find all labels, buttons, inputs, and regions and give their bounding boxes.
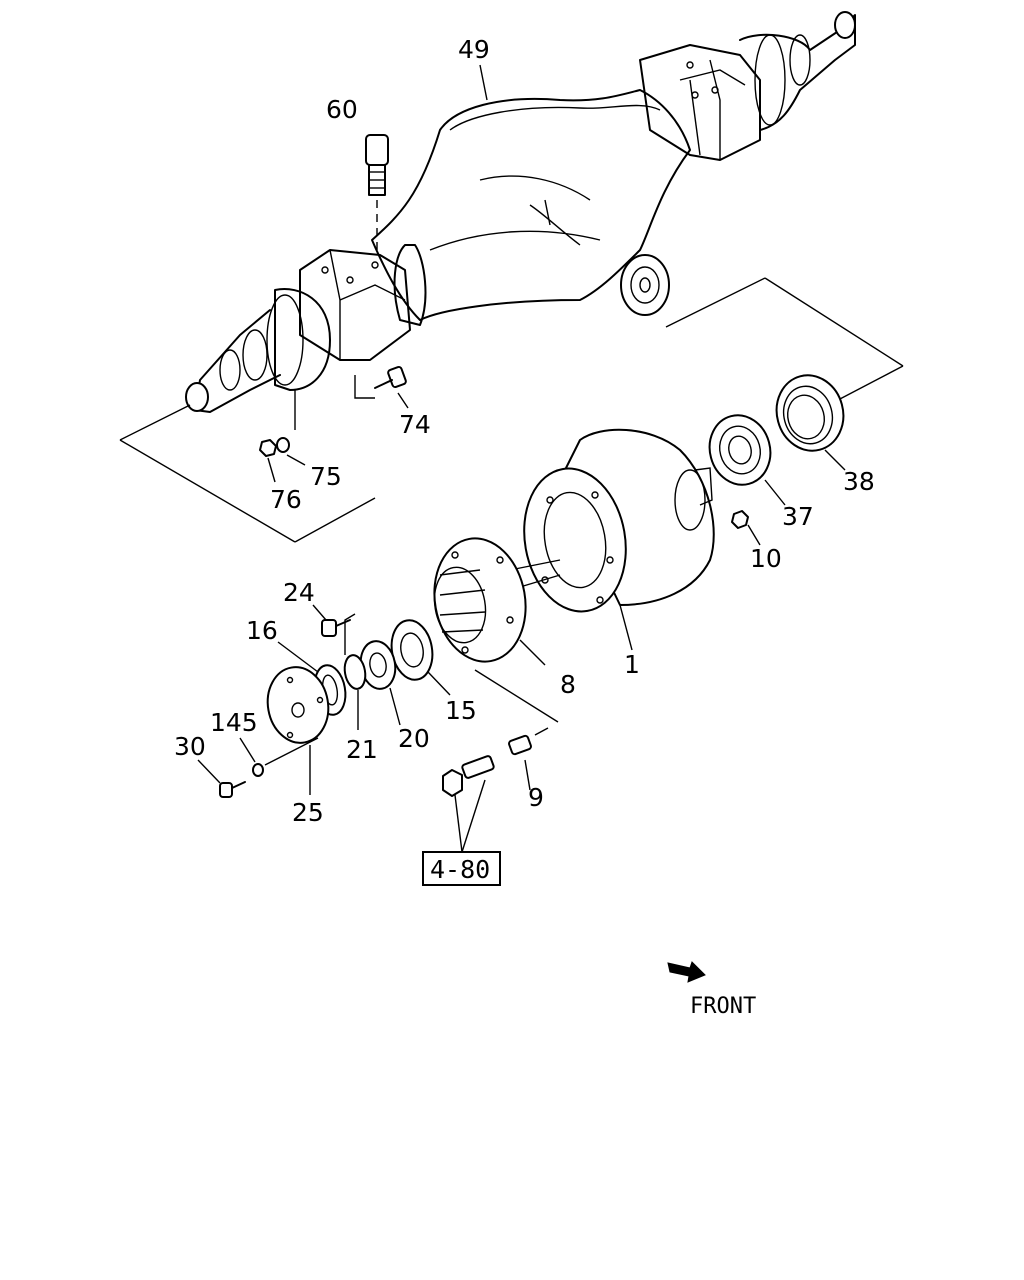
callout-8: 8 [560, 670, 576, 699]
callout-38: 38 [843, 467, 875, 496]
callout-37: 37 [782, 502, 814, 531]
part-21-lock-washer [343, 613, 367, 730]
part-38-oil-seal [775, 374, 846, 471]
callout-49: 49 [458, 35, 490, 64]
callout-60: 60 [326, 95, 358, 124]
part-1-brake-drum [509, 428, 715, 651]
callout-74: 74 [399, 410, 431, 439]
callout-10: 10 [750, 544, 782, 573]
callout-9: 9 [528, 783, 544, 812]
part-75-76-nut-washer [259, 437, 290, 457]
part-8-hub [433, 537, 546, 666]
callout-30: 30 [174, 732, 206, 761]
part-37-bearing [708, 414, 786, 506]
front-label: FRONT [690, 994, 756, 1019]
callout-16: 16 [246, 616, 278, 645]
callout-75: 75 [310, 462, 342, 491]
front-indicator: FRONT [667, 961, 756, 1019]
callout-24: 24 [283, 578, 315, 607]
callout-21: 21 [346, 735, 378, 764]
part-25-hub-cap [264, 666, 330, 795]
group-outline-lines [119, 277, 904, 543]
part-74-bolt [294, 365, 407, 430]
reference-box-4-80[interactable]: 4-80 [422, 851, 501, 886]
callout-15: 15 [445, 696, 477, 725]
part-9-wheel-stud [442, 669, 559, 853]
part-24-bolt [312, 604, 351, 637]
part-10-nut [731, 510, 761, 546]
part-60-drain-plug [365, 134, 389, 255]
callout-20: 20 [398, 724, 430, 753]
axle-housing [185, 11, 856, 413]
callout-145: 145 [210, 708, 258, 737]
front-arrow-icon [667, 961, 706, 983]
part-15-bearing [390, 619, 451, 696]
callout-1: 1 [624, 650, 640, 679]
reference-box-label: 4-80 [430, 855, 490, 884]
part-20-lock-nut [359, 640, 401, 726]
callout-76: 76 [270, 485, 302, 514]
callout-25: 25 [292, 798, 324, 827]
part-145-30-bolt-washer [197, 737, 264, 798]
